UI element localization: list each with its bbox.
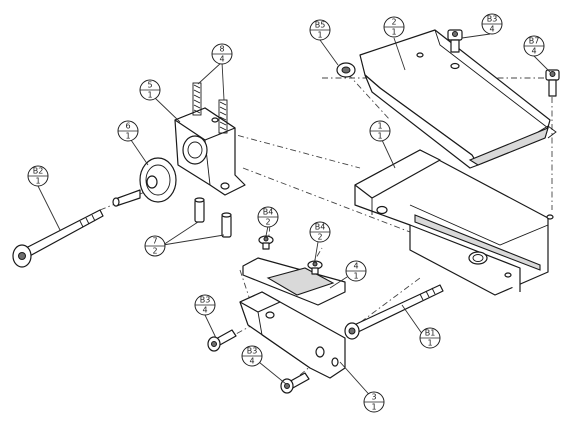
balloon-b3-4-top-bottom: 4 bbox=[489, 25, 494, 34]
balloon-b3-4-low: B3 4 bbox=[241, 345, 263, 367]
balloon-4-1-top: 4 bbox=[353, 262, 358, 271]
part-4-slide-plate bbox=[242, 257, 346, 306]
balloon-b5-1-bottom: 1 bbox=[317, 31, 322, 40]
balloon-b3-4-mid: B3 4 bbox=[194, 294, 216, 316]
balloon-b1-1-top: B1 bbox=[425, 329, 436, 338]
balloon-b7-4: B7 4 bbox=[523, 35, 545, 57]
balloon-1-1-top: 1 bbox=[377, 122, 382, 131]
part-b3-screw-mid bbox=[207, 329, 237, 352]
part-8-springs bbox=[192, 82, 228, 134]
part-7-dowel-pins bbox=[194, 197, 232, 238]
part-b4-screw-left bbox=[258, 235, 274, 250]
balloon-7-2-bottom: 2 bbox=[152, 247, 157, 256]
leader-lines bbox=[37, 33, 551, 401]
balloon-b3-4-top-top: B3 bbox=[487, 15, 498, 24]
balloon-6-1-top: 6 bbox=[125, 122, 130, 131]
balloon-b3-4-low-top: B3 bbox=[247, 347, 258, 356]
balloon-b2-1-bottom: 1 bbox=[35, 177, 40, 186]
part-b1-long-screw bbox=[344, 284, 444, 340]
part-b4-screw-right bbox=[307, 260, 323, 275]
balloon-5-1: 5 1 bbox=[139, 79, 161, 101]
balloon-2-1: 2 1 bbox=[383, 16, 405, 38]
balloon-2-1-bottom: 1 bbox=[391, 28, 396, 37]
balloon-6-1-bottom: 1 bbox=[125, 132, 130, 141]
balloon-3-1-top: 3 bbox=[371, 393, 376, 402]
balloon-6-1: 6 1 bbox=[117, 120, 139, 142]
balloon-b4-2-left-bottom: 2 bbox=[265, 218, 270, 227]
balloon-b7-4-bottom: 4 bbox=[531, 47, 536, 56]
balloon-7-2: 7 2 bbox=[144, 235, 166, 257]
balloon-b3-4-top: B3 4 bbox=[481, 13, 503, 35]
balloon-1-1-bottom: 1 bbox=[377, 132, 382, 141]
balloon-3-1-bottom: 1 bbox=[371, 403, 376, 412]
part-6-eccentric-wheel bbox=[112, 157, 177, 207]
balloon-3-1: 3 1 bbox=[363, 391, 385, 413]
part-2-cover-plate bbox=[359, 29, 557, 169]
balloon-b2-1: B2 1 bbox=[27, 165, 49, 187]
balloon-4-1-bottom: 1 bbox=[353, 272, 358, 281]
balloon-b4-2-left-top: B4 bbox=[263, 208, 274, 217]
balloon-b1-1: B1 1 bbox=[419, 327, 441, 349]
part-1-main-body bbox=[354, 149, 554, 296]
balloon-b3-4-mid-bottom: 4 bbox=[202, 306, 207, 315]
part-b2-long-screw bbox=[12, 209, 104, 268]
balloon-2-1-top: 2 bbox=[391, 18, 396, 27]
balloon-b3-4-low-bottom: 4 bbox=[249, 357, 254, 366]
balloon-8-4: 8 4 bbox=[211, 43, 233, 65]
balloon-1-1: 1 1 bbox=[369, 120, 391, 142]
balloon-8-4-bottom: 4 bbox=[219, 55, 224, 64]
part-b5-nut bbox=[336, 62, 356, 78]
balloon-b5-1-top: B5 bbox=[315, 21, 326, 30]
balloon-b7-4-top: B7 bbox=[529, 37, 540, 46]
balloon-b1-1-bottom: 1 bbox=[427, 339, 432, 348]
balloon-b5-1: B5 1 bbox=[309, 19, 331, 41]
balloon-b4-2-right-bottom: 2 bbox=[317, 233, 322, 242]
part-b7-screw bbox=[545, 69, 560, 97]
balloon-7-2-top: 7 bbox=[152, 237, 157, 246]
balloon-b4-2-right: B4 2 bbox=[309, 221, 331, 243]
balloon-8-4-top: 8 bbox=[219, 45, 224, 54]
balloon-b4-2-right-top: B4 bbox=[315, 223, 326, 232]
balloon-4-1: 4 1 bbox=[345, 260, 367, 282]
balloon-b2-1-top: B2 bbox=[33, 167, 44, 176]
part-5-bracket bbox=[174, 107, 246, 196]
part-b3-screw-top bbox=[447, 29, 463, 53]
balloon-b3-4-mid-top: B3 bbox=[200, 296, 211, 305]
balloon-5-1-top: 5 bbox=[147, 81, 152, 90]
balloon-b4-2-left: B4 2 bbox=[257, 206, 279, 228]
balloon-5-1-bottom: 1 bbox=[147, 91, 152, 100]
part-3-lower-bracket bbox=[239, 291, 346, 379]
